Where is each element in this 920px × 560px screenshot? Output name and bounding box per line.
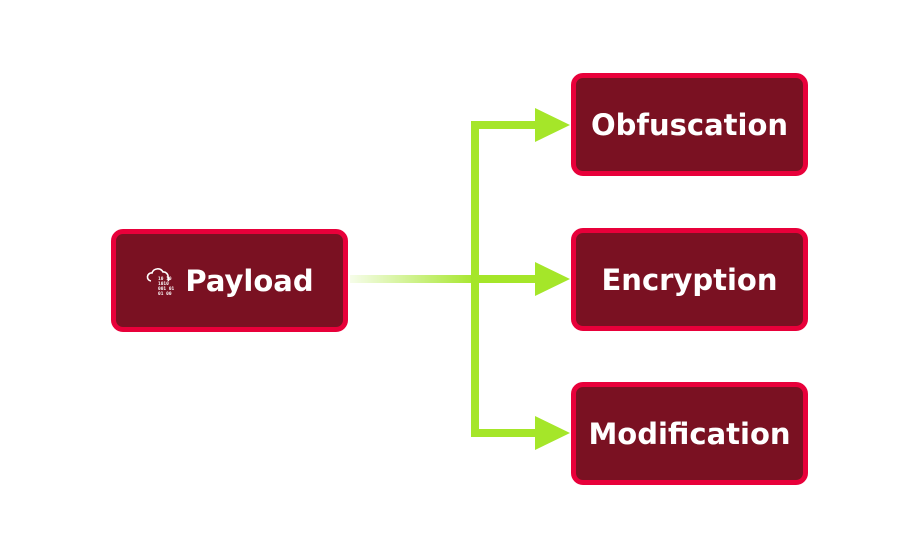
cloud-binary-icon: 10 10 1010 001 01 01 00 (145, 265, 175, 297)
obfuscation-label: Obfuscation (590, 107, 789, 142)
arrow-to-obfuscation (471, 108, 570, 142)
encryption-node: Encryption (571, 228, 808, 331)
obfuscation-node: Obfuscation (571, 73, 808, 176)
svg-text:1010: 1010 (158, 281, 169, 287)
payload-node: 10 10 1010 001 01 01 00 Payload (111, 229, 348, 332)
encryption-label: Encryption (601, 262, 778, 297)
modification-label: Modification (588, 416, 791, 451)
payload-label: Payload (185, 263, 314, 298)
modification-node: Modification (571, 382, 808, 485)
arrow-to-modification (471, 416, 570, 450)
svg-text:001 01: 001 01 (158, 286, 175, 292)
svg-text:01 00: 01 00 (158, 291, 172, 297)
arrow-to-encryption (471, 262, 570, 296)
source-connector-line (350, 275, 478, 283)
svg-text:10 10: 10 10 (158, 276, 172, 282)
